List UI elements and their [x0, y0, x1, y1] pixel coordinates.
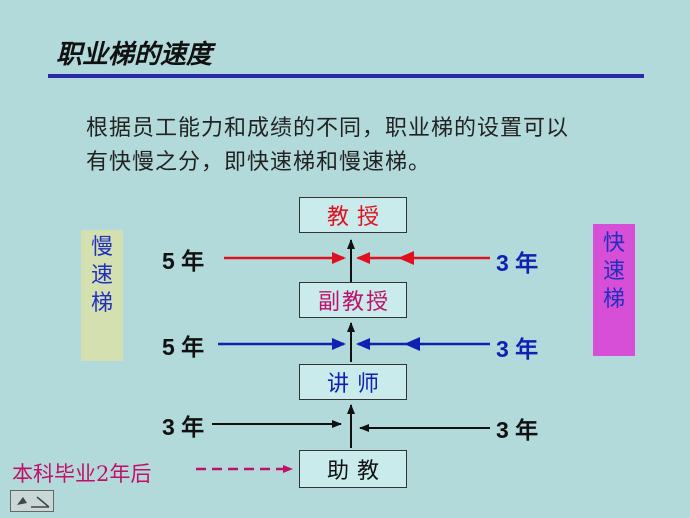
slow-years-top: 5 年	[162, 248, 205, 274]
fast-years-top: 3 年	[496, 250, 539, 276]
slow-char-2: 速	[90, 263, 113, 288]
title-underline	[48, 74, 644, 78]
fast-arrow-middle-extra-head	[404, 337, 420, 351]
slow-char-3: 梯	[90, 291, 113, 316]
slide-title: 职业梯的速度	[56, 40, 213, 70]
fast-ladder-label: 快 速 梯	[593, 224, 635, 356]
rank-associate-professor: 副教授	[299, 282, 407, 318]
slide-nav-button[interactable]	[10, 490, 54, 512]
slow-ladder-label: 慢 速 梯	[81, 230, 123, 361]
paragraph-line-1: 根据员工能力和成绩的不同，职业梯的设置可以	[86, 116, 570, 141]
rank-assistant: 助教	[299, 450, 407, 488]
fast-arrow-top-extra-head	[398, 251, 414, 265]
rank-lecturer: 讲师	[299, 364, 407, 400]
fast-years-bottom: 3 年	[496, 417, 539, 443]
fast-char-1: 快	[602, 231, 625, 256]
paragraph-line-2: 有快慢之分，即快速梯和慢速梯。	[86, 150, 432, 175]
fast-years-middle: 3 年	[496, 336, 539, 362]
slow-years-bottom: 3 年	[162, 414, 205, 440]
fast-char-2: 速	[602, 259, 625, 284]
slow-years-middle: 5 年	[162, 334, 205, 360]
description-paragraph: 根据员工能力和成绩的不同，职业梯的设置可以 有快慢之分，即快速梯和慢速梯。	[86, 112, 656, 180]
rank-professor: 教授	[299, 197, 407, 233]
fast-char-3: 梯	[602, 287, 625, 312]
slide-nav-icon	[17, 496, 50, 508]
slow-char-1: 慢	[90, 235, 113, 260]
entry-note: 本科毕业2年后	[12, 462, 152, 486]
